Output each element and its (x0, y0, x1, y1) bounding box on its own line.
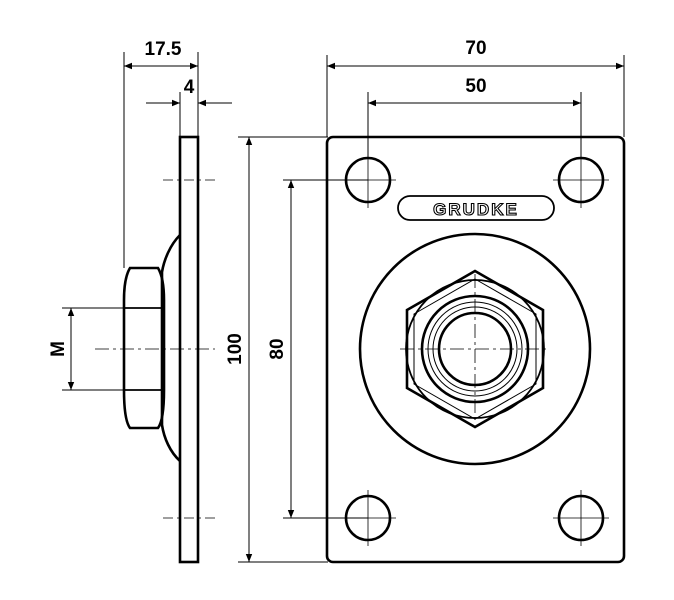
side-plate (178, 135, 200, 564)
brand-logo-text: GRUDKE (433, 200, 519, 219)
front-plate (325, 135, 626, 564)
boss-circle (358, 232, 592, 466)
dim-4-label: 4 (184, 77, 195, 98)
front-hex-nut (405, 269, 545, 429)
side-dome (160, 234, 181, 462)
side-view: 17.5 4 M (48, 39, 232, 564)
dim-80-label: 80 (267, 338, 288, 359)
front-view: GRUDKE (325, 135, 626, 564)
dim-m-label: M (48, 341, 69, 357)
dim-50-label: 50 (465, 76, 486, 97)
side-hex-nut (122, 266, 166, 430)
mounting-hole-top-right (553, 152, 609, 208)
mounting-hole-bottom-left (340, 490, 396, 546)
dim-80: 80 (267, 179, 368, 519)
dim-70-label: 70 (465, 38, 486, 59)
mounting-hole-top-left (340, 152, 396, 208)
brand-logo: GRUDKE (397, 195, 555, 221)
mounting-hole-bottom-right (553, 490, 609, 546)
dim-17-5-label: 17.5 (145, 39, 182, 60)
dim-100-label: 100 (225, 333, 246, 365)
dim-70: 70 (326, 38, 625, 137)
dim-100: 100 (225, 136, 328, 563)
dim-50: 50 (367, 76, 582, 158)
